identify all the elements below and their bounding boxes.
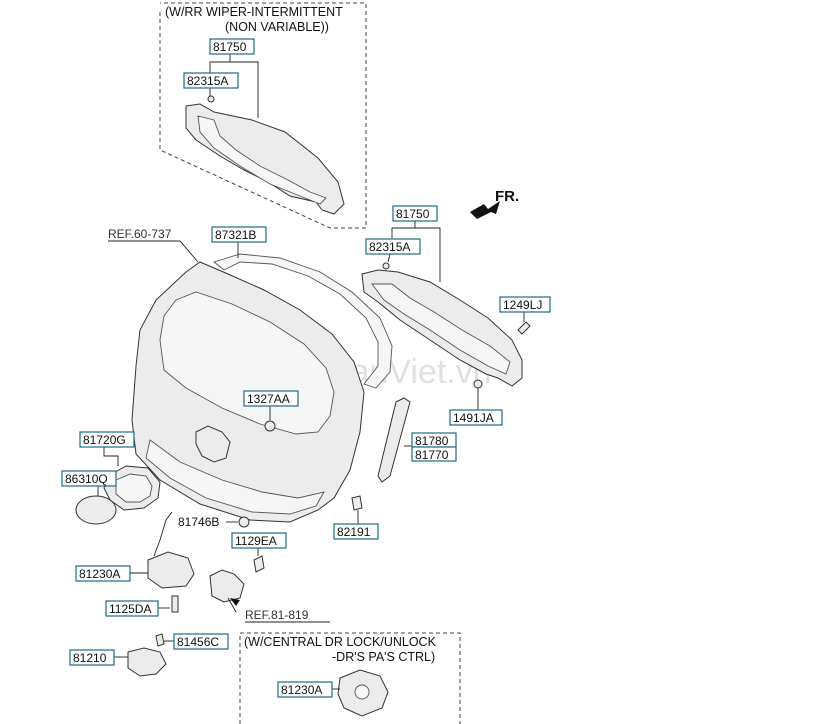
label-1327AA[interactable]: 1327AA [243, 390, 299, 407]
svg-text:82191: 82191 [337, 525, 371, 539]
clip-81746B-icon [238, 516, 250, 528]
stopper-82191-icon [351, 495, 363, 511]
lock-note-line2: -DR'S PA'S CTRL) [332, 650, 435, 664]
wiper-note-line2: (NON VARIABLE)) [225, 20, 329, 34]
leader-81750-top-right [230, 61, 259, 118]
label-1129EA[interactable]: 1129EA [231, 532, 287, 549]
svg-text:82315A: 82315A [369, 240, 410, 254]
label-1249LJ[interactable]: 1249LJ [499, 296, 551, 313]
wiper-option-frame [159, 2, 367, 229]
label-1125DA[interactable]: 1125DA [105, 600, 159, 617]
svg-text:81770: 81770 [415, 448, 449, 462]
bolt-1129EA-icon [253, 555, 265, 573]
lock-actuator-icon [209, 569, 245, 603]
label-81750-top[interactable]: 81750 [209, 38, 255, 55]
label-81746B[interactable]: 81746B [178, 515, 219, 529]
leader-81750-right-left [391, 220, 416, 238]
svg-text:1327AA: 1327AA [247, 392, 290, 406]
svg-text:1249LJ: 1249LJ [503, 298, 542, 312]
svg-text:1129EA: 1129EA [235, 534, 277, 548]
gas-lift-icon [377, 397, 411, 483]
svg-text:87321B: 87321B [215, 228, 256, 242]
svg-text:81780: 81780 [415, 434, 449, 448]
label-81780[interactable]: 81780 [411, 432, 457, 448]
ref-81-819: REF.81-819 [245, 608, 309, 622]
leader-81750-top-left [209, 54, 231, 75]
svg-text:82315A: 82315A [187, 74, 228, 88]
label-82191[interactable]: 82191 [333, 523, 379, 540]
label-81750-right[interactable]: 81750 [392, 205, 438, 222]
label-1491JA[interactable]: 1491JA [449, 409, 503, 426]
handle-81210-icon [127, 647, 167, 677]
label-81230A-option[interactable]: 81230A [277, 681, 333, 698]
clip-82315A-right-icon [382, 262, 390, 270]
svg-text:81230A: 81230A [281, 683, 322, 697]
latch-81230A-icon [147, 551, 195, 589]
svg-text:81720G: 81720G [83, 433, 126, 447]
label-86310Q[interactable]: 86310Q [61, 470, 117, 487]
svg-text:86310Q: 86310Q [65, 472, 108, 486]
label-81456C[interactable]: 81456C [173, 633, 229, 650]
front-direction-arrow-icon [470, 201, 500, 219]
label-82315A-right[interactable]: 82315A [365, 238, 421, 255]
emblem-mount-icon [195, 425, 231, 463]
bolt-1125DA-icon [171, 595, 179, 613]
label-81210[interactable]: 81210 [69, 649, 115, 666]
tailgate-lower-lip [145, 439, 325, 515]
trim-panel-top-inner [197, 115, 327, 205]
wiper-note-line1: (W/RR WIPER-INTERMITTENT [165, 5, 343, 19]
leader-82315A-right [387, 253, 391, 263]
label-81230A[interactable]: 81230A [75, 565, 131, 582]
ref-60-737: REF.60-737 [108, 227, 172, 241]
svg-text:81750: 81750 [213, 40, 247, 54]
garnish-81720G-inner [115, 473, 153, 503]
svg-text:81210: 81210 [73, 651, 107, 665]
clip-1491JA-icon [473, 379, 483, 389]
svg-text:81456C: 81456C [177, 635, 219, 649]
ref-arrow-icon [230, 598, 240, 606]
latch-81230A-option-center [354, 684, 370, 700]
svg-text:1491JA: 1491JA [453, 411, 494, 425]
bolt-1249LJ-icon [517, 321, 531, 335]
label-81770[interactable]: 81770 [411, 446, 457, 462]
svg-text:81750: 81750 [396, 207, 430, 221]
leader-81750-right-right [415, 227, 441, 282]
lock-note-line1: (W/CENTRAL DR LOCK/UNLOCK [244, 635, 437, 649]
clip-82315A-top-icon [207, 95, 215, 103]
screw-81456C-icon [155, 633, 165, 647]
leader-ref-81-819 [227, 597, 237, 613]
label-81720G[interactable]: 81720G [79, 431, 135, 448]
svg-text:1125DA: 1125DA [109, 602, 151, 616]
leader-81720G [103, 447, 119, 466]
central-lock-option-frame [239, 632, 461, 724]
emblem-86310Q-icon [75, 495, 117, 525]
front-direction-label: FR. [495, 188, 519, 205]
trim-panel-right-inner [371, 283, 511, 375]
nut-1327AA-icon [264, 420, 276, 432]
weatherstrip-87321B [213, 253, 393, 389]
trim-panel-top [185, 103, 345, 215]
latch-cable [153, 511, 173, 557]
label-82315A-top[interactable]: 82315A [183, 72, 239, 89]
leader-ref-60-737 [108, 240, 199, 263]
svg-text:81230A: 81230A [79, 567, 120, 581]
label-87321B[interactable]: 87321B [211, 226, 267, 243]
